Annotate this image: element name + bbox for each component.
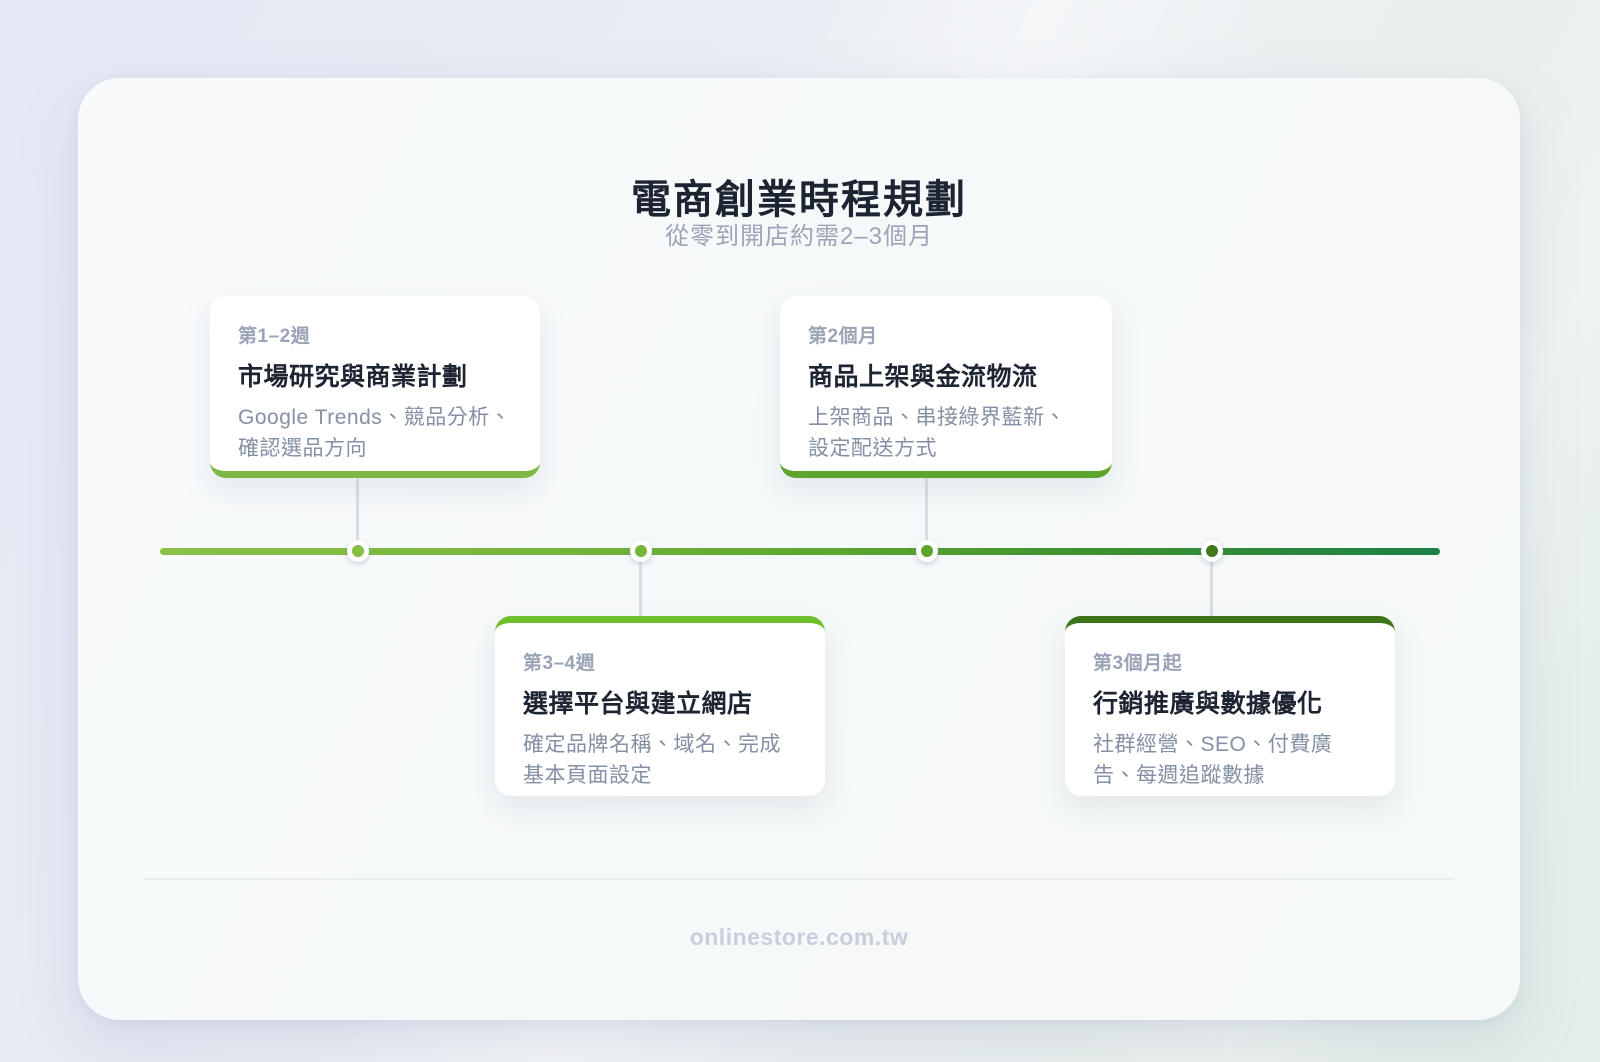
milestone-description: 上架商品、串接綠界藍新、設定配送方式	[808, 406, 1066, 460]
milestone-description: Google Trends、競品分析、確認選品方向	[238, 406, 512, 460]
milestone-title: 商品上架與金流物流	[808, 363, 1038, 391]
milestone-period: 第3–4週	[523, 653, 596, 674]
milestone-period: 第3個月起	[1093, 653, 1183, 674]
milestone-title: 行銷推廣與數據優化	[1093, 690, 1323, 718]
timeline-dot-2	[630, 540, 652, 562]
milestone-title: 選擇平台與建立網店	[523, 690, 753, 718]
milestone-period: 第2個月	[808, 326, 878, 347]
infographic-canvas: 電商創業時程規劃 從零到開店約需2–3個月 第1–2週 市場研究與商業計劃 Go…	[78, 78, 1520, 1020]
page-subtitle: 從零到開店約需2–3個月	[664, 223, 934, 250]
timeline-connector-3	[925, 478, 928, 548]
timeline-dot-1	[347, 540, 369, 562]
page-title: 電商創業時程規劃	[631, 177, 967, 222]
milestone-period: 第1–2週	[238, 326, 311, 347]
timeline-dot-4	[1201, 540, 1223, 562]
milestone-description: 社群經營、SEO、付費廣告、每週追蹤數據	[1093, 733, 1333, 787]
timeline-connector-4	[1210, 555, 1213, 617]
milestone-card-1: 第1–2週 市場研究與商業計劃 Google Trends、競品分析、確認選品方…	[210, 296, 540, 478]
milestone-card-3: 第2個月 商品上架與金流物流 上架商品、串接綠界藍新、設定配送方式	[780, 296, 1112, 478]
timeline-connector-1	[356, 478, 359, 548]
milestone-title: 市場研究與商業計劃	[238, 363, 468, 391]
timeline-line	[160, 548, 1440, 555]
milestone-card-2: 第3–4週 選擇平台與建立網店 確定品牌名稱、域名、完成基本頁面設定	[495, 616, 825, 796]
timeline-dot-3	[916, 540, 938, 562]
footer-divider	[143, 878, 1454, 880]
timeline-connector-2	[639, 555, 642, 617]
milestone-card-4: 第3個月起 行銷推廣與數據優化 社群經營、SEO、付費廣告、每週追蹤數據	[1065, 616, 1395, 796]
footer-domain: onlinestore.com.tw	[689, 924, 909, 950]
milestone-description: 確定品牌名稱、域名、完成基本頁面設定	[523, 733, 781, 787]
